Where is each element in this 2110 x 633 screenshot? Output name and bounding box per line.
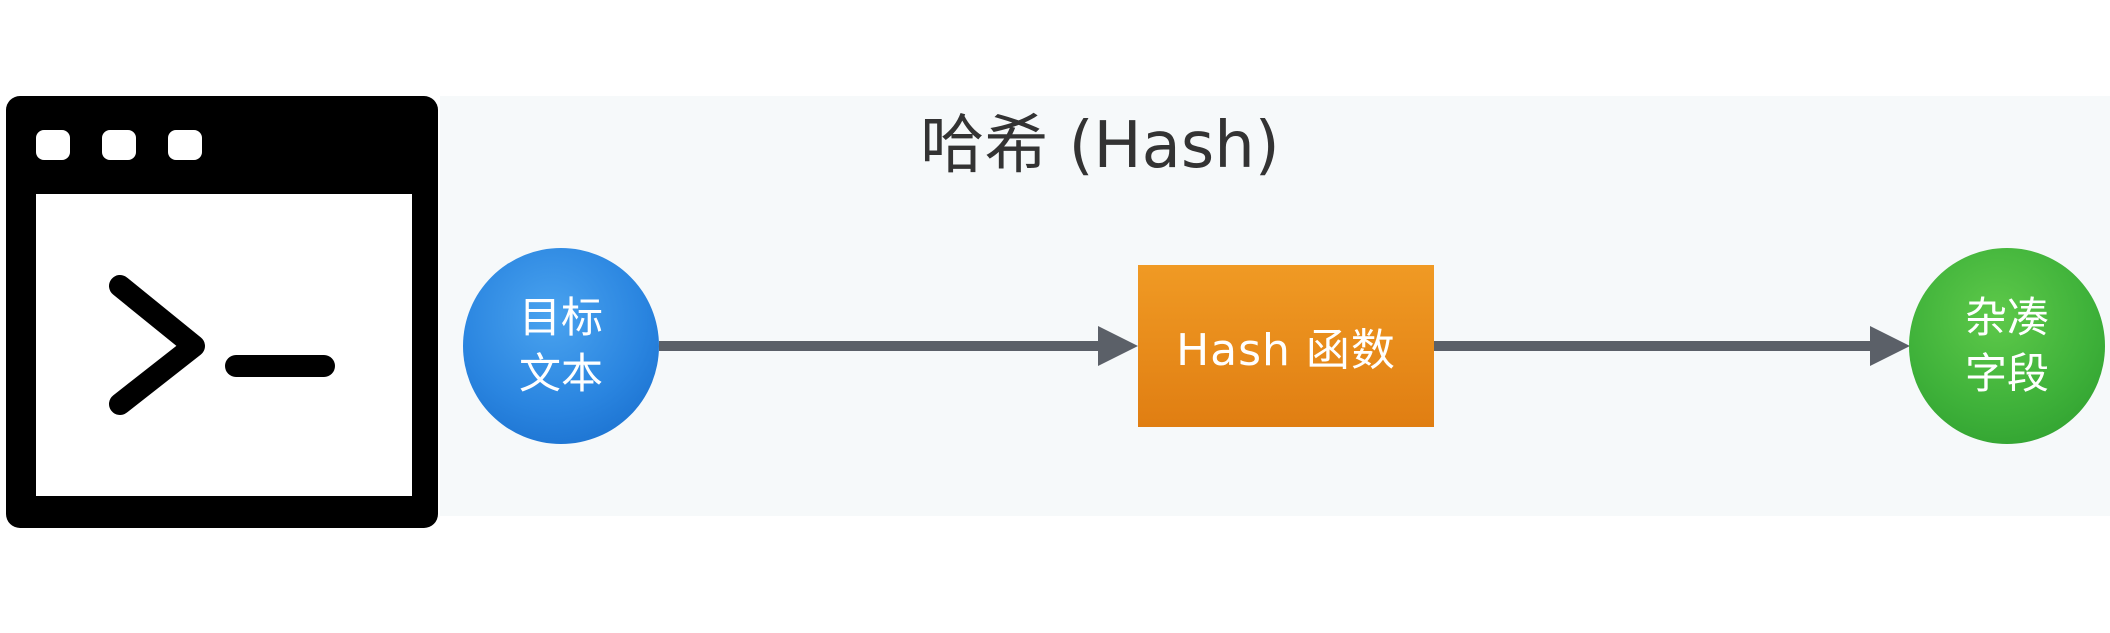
arrow-function-to-result [1434,326,1910,366]
node-hash-result: 杂凑 字段 [1909,248,2105,444]
node-hash-result-label: 杂凑 字段 [1964,293,2049,398]
node-hash-function-label: Hash 函数 [1176,325,1396,376]
diagram-title: 哈希 (Hash) [920,109,1280,183]
terminal-window-icon [6,96,438,528]
arrow-source-to-function [659,326,1138,366]
node-hash-function: Hash 函数 [1138,265,1434,427]
node-target-text-label: 目标 文本 [518,293,603,398]
node-target-text: 目标 文本 [463,248,659,444]
